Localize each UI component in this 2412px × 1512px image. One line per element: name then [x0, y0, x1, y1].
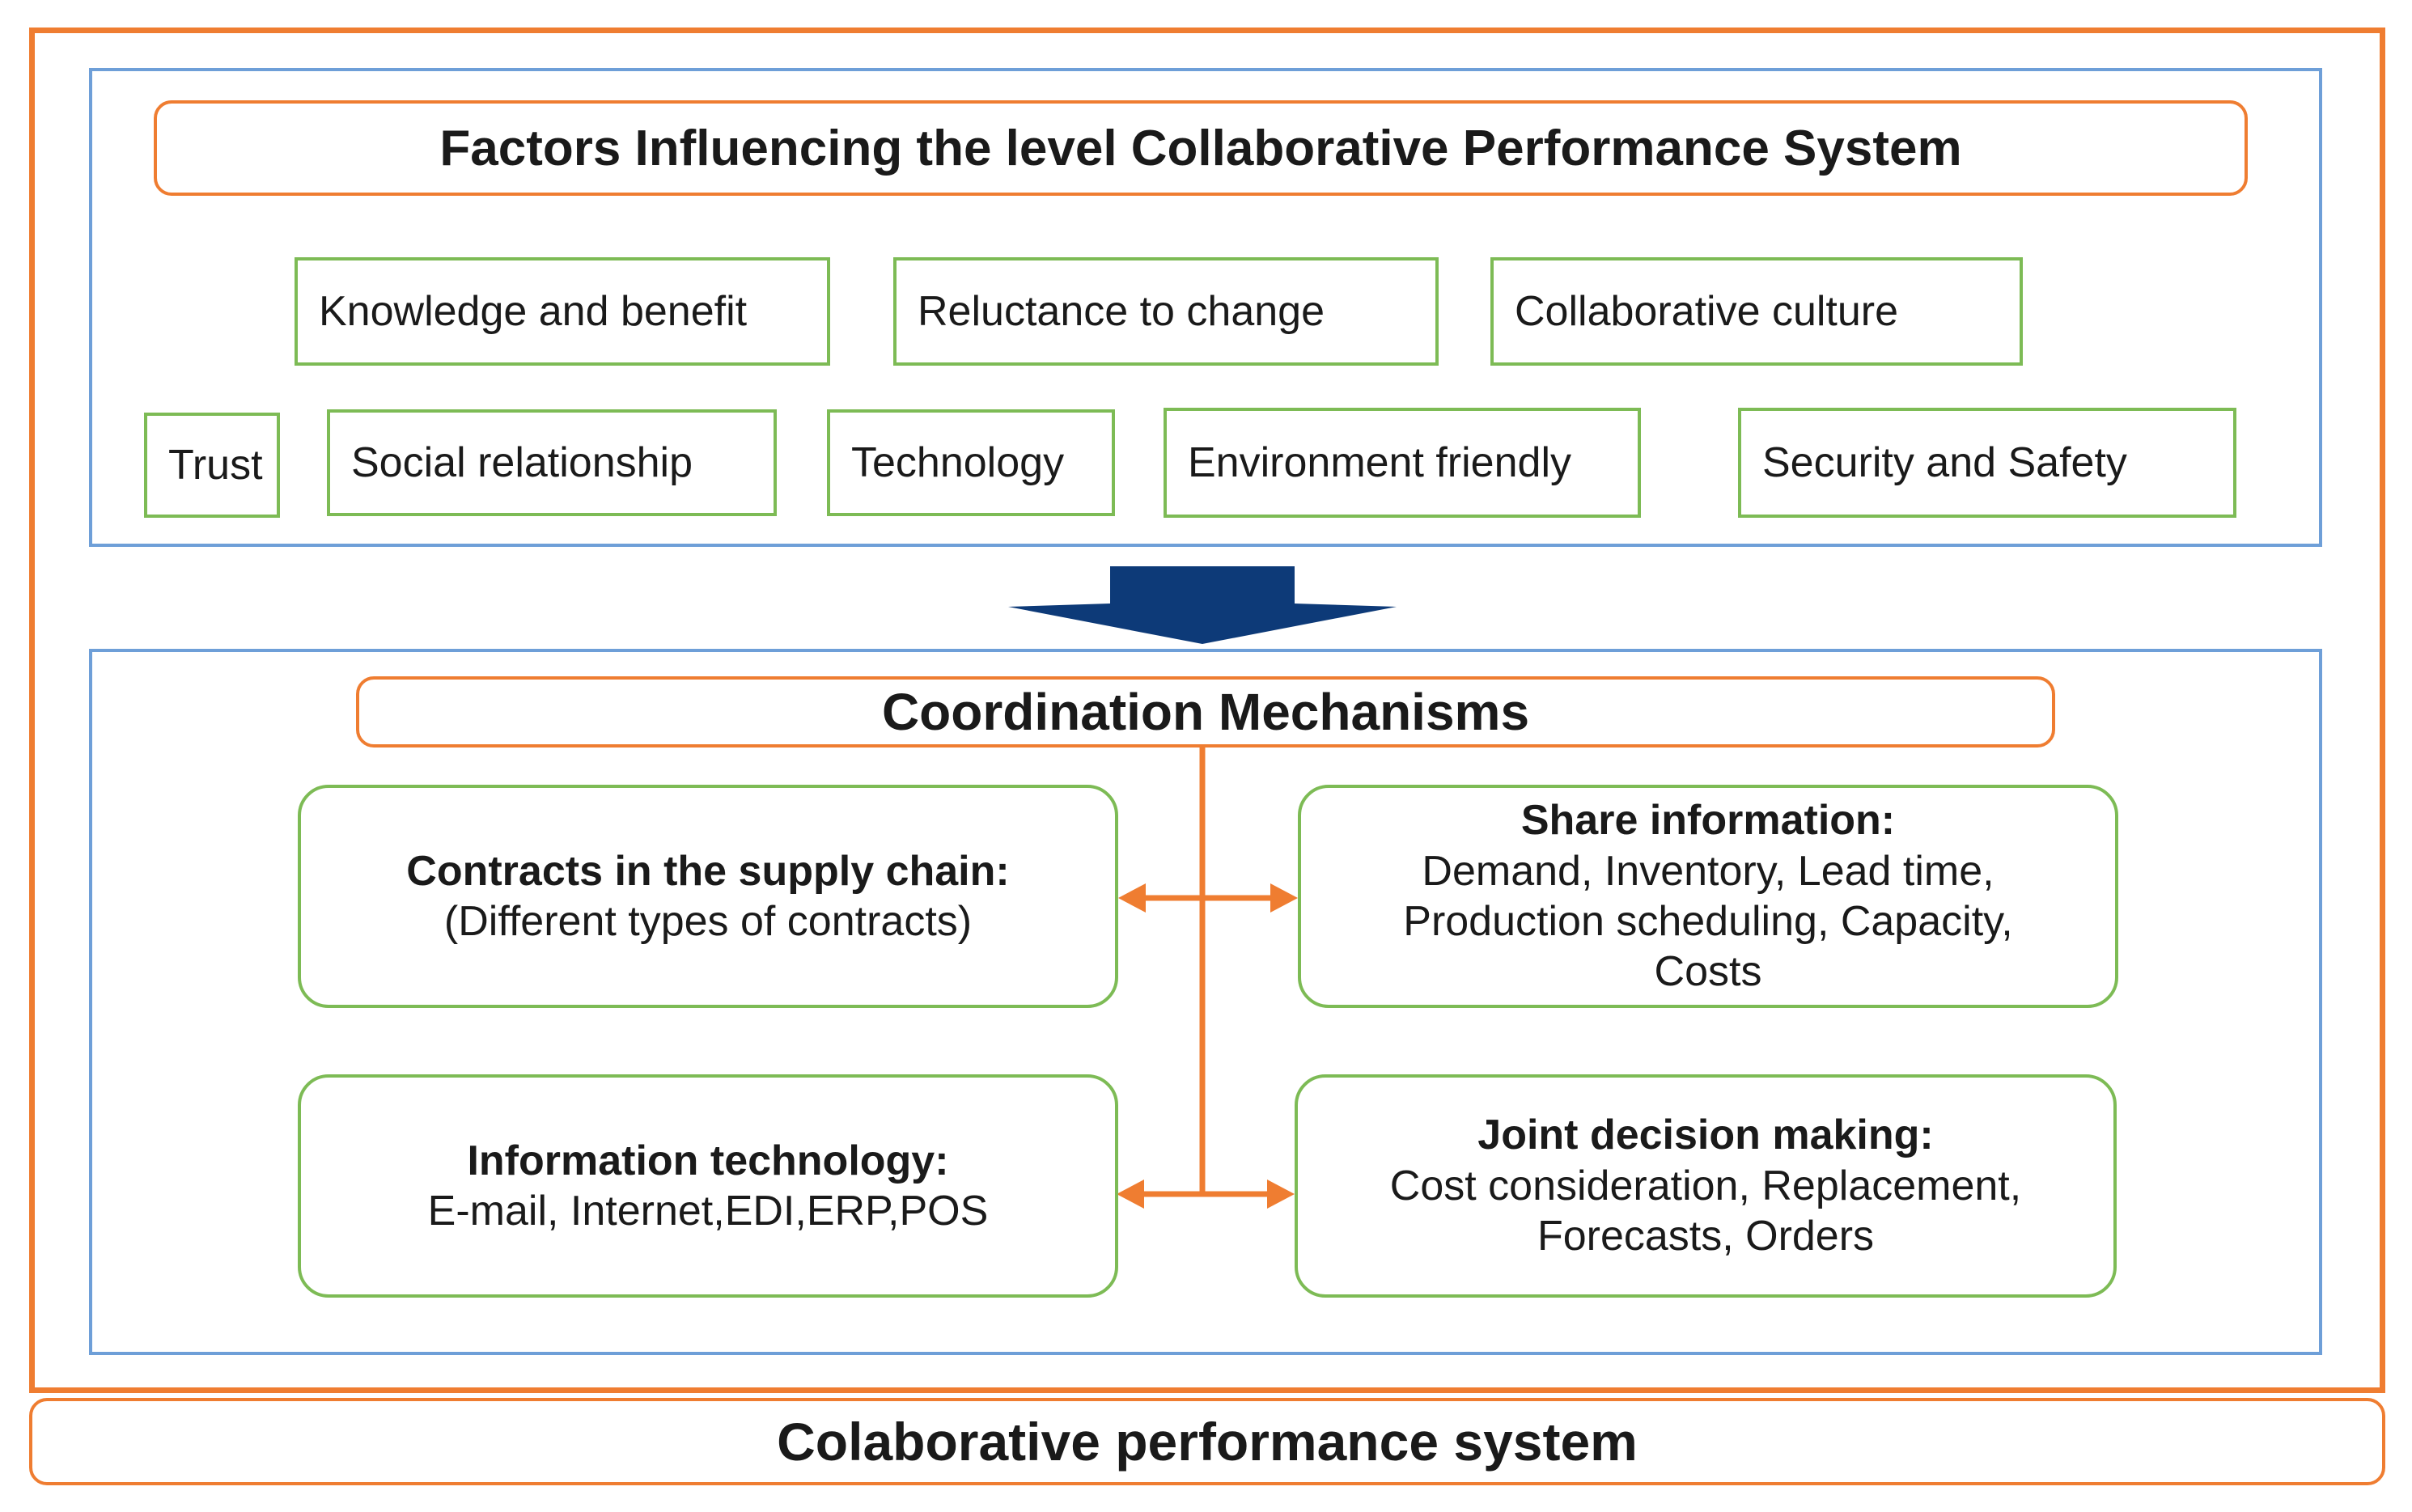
arrowhead-right-bottom: [1267, 1180, 1295, 1209]
factor-knowledge-and-benefit: Knowledge and benefit: [295, 257, 830, 366]
mechanism-share-line: Demand, Inventory, Lead time,: [1422, 847, 1994, 895]
mechanism-it-head: Information technology:: [467, 1137, 949, 1184]
mechanism-information-technology: Information technology: E-mail, Internet…: [298, 1074, 1118, 1298]
down-arrow-icon: [1008, 566, 1397, 644]
mechanism-it-line: E-mail, Internet,EDI,ERP,POS: [427, 1188, 989, 1235]
mechanism-joint-line: Forecasts, Orders: [1537, 1213, 1875, 1260]
mechanism-joint-line: Cost consideration, Replacement,: [1389, 1162, 2022, 1209]
factor-social-relationship: Social relationship: [327, 409, 777, 516]
mechanism-contracts-line: (Different types of contracts): [443, 898, 973, 945]
mechanism-share-information: Share information: Demand, Inventory, Le…: [1298, 785, 2118, 1008]
factor-technology: Technology: [827, 409, 1115, 516]
mechanism-share-line: Production scheduling, Capacity,: [1403, 898, 2013, 945]
mechanism-share-head: Share information:: [1520, 797, 1896, 845]
factor-trust: Trust: [144, 413, 280, 518]
factors-title: Factors Influencing the level Collaborat…: [154, 100, 2248, 196]
coordination-panel: [89, 649, 2322, 1355]
mechanism-share-line: Costs: [1654, 948, 1762, 996]
footer-title: Colaborative performance system: [29, 1398, 2385, 1485]
coordination-title: Coordination Mechanisms: [356, 676, 2055, 748]
outer-frame: [29, 28, 2385, 1393]
mechanism-connectors: [1136, 744, 1278, 1197]
factor-security-and-safety: Security and Safety: [1738, 408, 2236, 518]
mechanism-contracts-head: Contracts in the supply chain:: [406, 847, 1010, 895]
arrowhead-left-bottom: [1117, 1180, 1144, 1209]
factor-environment-friendly: Environment friendly: [1164, 408, 1641, 518]
factors-panel: [89, 68, 2322, 547]
factor-collaborative-culture: Collaborative culture: [1490, 257, 2023, 366]
mechanism-joint-decision-making: Joint decision making: Cost consideratio…: [1295, 1074, 2117, 1298]
mechanism-joint-head: Joint decision making:: [1477, 1112, 1934, 1159]
arrowhead-left-top: [1118, 883, 1146, 913]
factor-reluctance-to-change: Reluctance to change: [893, 257, 1439, 366]
mechanism-contracts: Contracts in the supply chain: (Differen…: [298, 785, 1118, 1008]
arrowhead-right-top: [1270, 883, 1298, 913]
